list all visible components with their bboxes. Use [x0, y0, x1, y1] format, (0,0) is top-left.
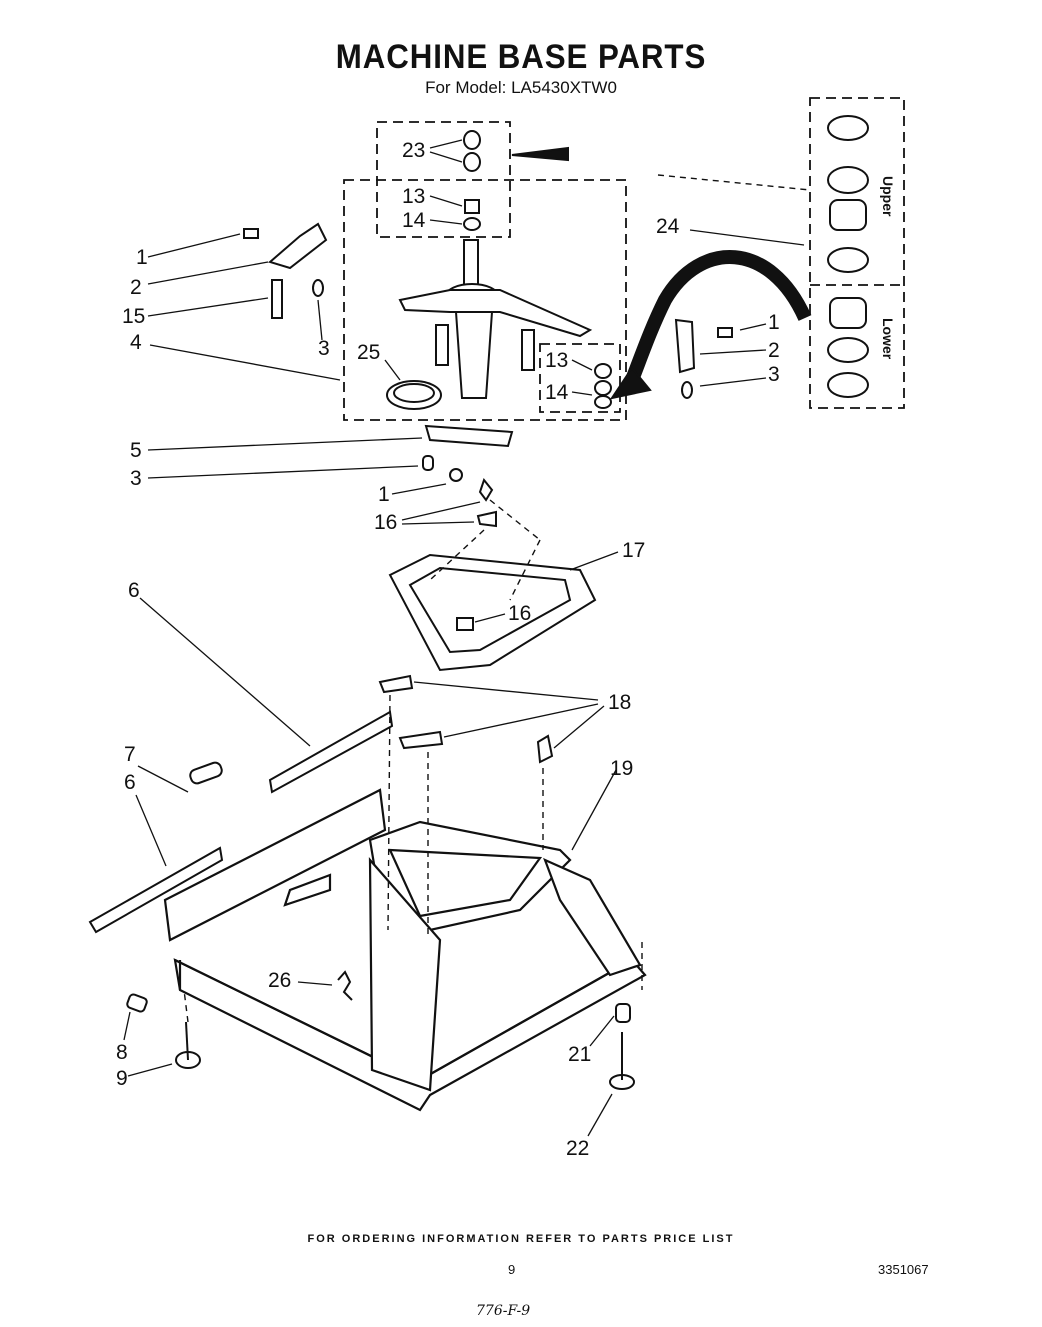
ordering-info-footer: FOR ORDERING INFORMATION REFER TO PARTS …: [307, 1233, 735, 1245]
bracket-5-parts: [422, 424, 514, 528]
transmission-assembly: [386, 239, 593, 410]
agitator-cap-parts: [463, 130, 481, 231]
callout-7: 7: [124, 743, 136, 766]
upper-bearings-label: Upper: [880, 176, 896, 217]
box-bearings: [809, 97, 905, 409]
callout-23: 23: [402, 139, 426, 162]
callout-19: 19: [610, 757, 634, 780]
side-rails-and-spring: [88, 710, 394, 934]
document-number: 3351067: [878, 1262, 929, 1277]
leader-lines: [123, 139, 805, 1137]
dashed-group-boxes: [343, 97, 905, 421]
callout-1-left: 1: [136, 246, 148, 269]
callout-21: 21: [568, 1043, 592, 1066]
alignment-dashes: [183, 174, 811, 1023]
seal-ring-25: [386, 380, 442, 410]
callout-25: 25: [357, 341, 381, 364]
callout-15: 15: [122, 305, 146, 328]
callout-13-top: 13: [402, 185, 426, 208]
tub-support-pan-17: [388, 553, 597, 672]
callout-6-upper: 6: [128, 579, 140, 602]
box-small-parts: [539, 343, 621, 413]
callout-18: 18: [608, 691, 632, 714]
handwritten-note: 776-F-9: [476, 1303, 531, 1319]
leveling-feet: [126, 970, 635, 1090]
callout-14-top: 14: [402, 209, 426, 232]
callout-22: 22: [566, 1137, 590, 1160]
callout-3-right: 3: [768, 363, 780, 386]
callout-1-right: 1: [768, 311, 780, 334]
callout-5: 5: [130, 439, 142, 462]
callout-14-right: 14: [545, 381, 569, 404]
bearing-set: [827, 115, 869, 398]
pads-18: [378, 674, 554, 764]
callout-1-mid: 1: [378, 483, 390, 506]
lower-bearings-label: Lower: [880, 318, 896, 360]
callout-24: 24: [656, 215, 680, 238]
right-bracket-parts: [594, 318, 733, 409]
callout-3-mid: 3: [130, 467, 142, 490]
callout-4: 4: [130, 331, 142, 354]
callout-17: 17: [622, 539, 646, 562]
callout-16-lower: 16: [508, 602, 532, 625]
callout-16-upper: 16: [374, 511, 398, 534]
callout-9: 9: [116, 1067, 128, 1090]
callout-3-left: 3: [318, 337, 330, 360]
curved-arrow-head: [609, 366, 652, 400]
callout-26: 26: [268, 969, 292, 992]
model-subtitle: For Model: LA5430XTW0: [425, 78, 617, 97]
callout-2-left: 2: [130, 276, 142, 299]
callout-13-right: 13: [545, 349, 569, 372]
top-pointer-arrow: [511, 146, 569, 162]
page-number: 9: [508, 1262, 516, 1277]
box-transmission: [343, 179, 627, 421]
left-bracket-parts: [243, 222, 328, 319]
callout-8: 8: [116, 1041, 128, 1064]
curved-pointer-arrow: [623, 250, 812, 388]
page-title: MACHINE BASE PARTS: [335, 38, 707, 76]
callout-2-right: 2: [768, 339, 780, 362]
callout-6-lower: 6: [124, 771, 136, 794]
